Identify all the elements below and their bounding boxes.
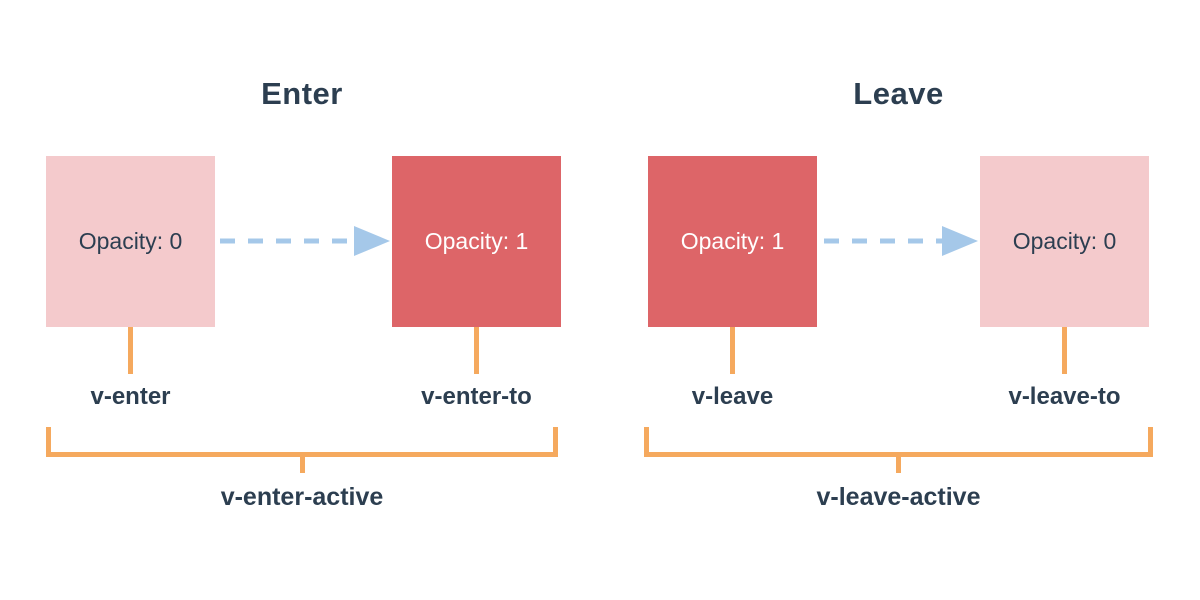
enter-from-class-label: v-enter (90, 383, 171, 410)
leave-panel-title: Leave (853, 76, 944, 111)
leave-to-connector-line (1062, 327, 1067, 374)
enter-from-box: Opacity: 0 (46, 156, 215, 327)
bracket-right-tick (553, 427, 558, 457)
leave-from-connector-line (730, 327, 735, 374)
enter-to-box: Opacity: 1 (392, 156, 561, 327)
bracket-right-tick (1148, 427, 1153, 457)
bracket-left-tick (46, 427, 51, 457)
enter-to-class-label: v-enter-to (421, 383, 532, 410)
leave-transition-arrow-icon (824, 226, 978, 256)
leave-from-class-label: v-leave (691, 383, 774, 410)
leave-active-bracket (644, 427, 1153, 473)
bracket-center-tick (299, 452, 305, 473)
enter-to-box-label: Opacity: 1 (424, 228, 529, 254)
leave-active-class-label: v-leave-active (816, 483, 981, 511)
enter-panel-title: Enter (261, 76, 343, 111)
leave-to-box: Opacity: 0 (980, 156, 1149, 327)
leave-from-box-label: Opacity: 1 (680, 228, 785, 254)
bracket-center-tick (896, 452, 901, 473)
leave-to-box-label: Opacity: 0 (1012, 228, 1117, 254)
enter-to-connector-line (474, 327, 479, 374)
leave-from-box: Opacity: 1 (648, 156, 817, 327)
enter-active-bracket (46, 427, 558, 473)
enter-from-box-label: Opacity: 0 (78, 228, 183, 254)
enter-transition-arrow-icon (220, 226, 390, 256)
leave-to-class-label: v-leave-to (1008, 383, 1121, 410)
bracket-left-tick (644, 427, 649, 457)
enter-active-class-label: v-enter-active (220, 483, 384, 511)
enter-from-connector-line (128, 327, 133, 374)
